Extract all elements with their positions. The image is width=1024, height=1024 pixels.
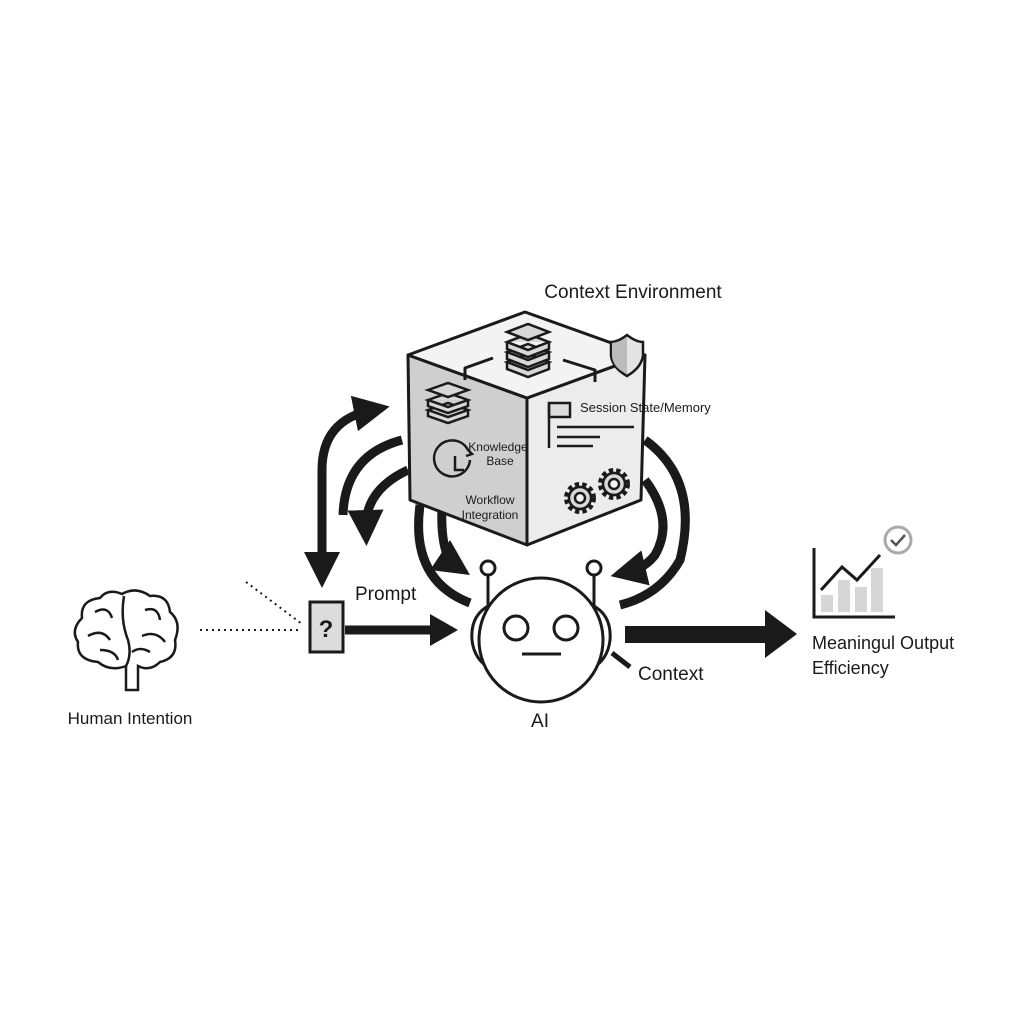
feedback-arrows-left [304,395,472,608]
ai-robot-icon [470,559,612,704]
prompt-arrow-head [430,614,458,646]
intention-dotted-line-diagonal [245,581,303,625]
feedback-arrows-right [610,436,690,610]
connector-line [562,358,597,382]
human-intention-label: Human Intention [68,709,193,728]
curve-arrow-right-inner [610,477,668,586]
gears-icon [564,468,630,514]
curve-arrow-down [347,465,410,546]
clock-refresh-icon [432,439,475,478]
database-icon [503,322,553,379]
growth-chart-icon [812,548,895,619]
shield-shade [612,337,627,374]
brain-icon [73,589,179,692]
output-arrow [625,626,767,643]
output-arrow-head [765,610,797,658]
curve-arrow-right-outer [618,436,690,610]
workflow-label-2: Integration [462,508,519,522]
workflow-label-1: Workflow [465,493,514,507]
curve-arrow-back [338,435,404,516]
session-state-label: Session State/Memory [580,400,711,415]
output-label-2: Efficiency [812,658,889,678]
curve-arrow-to-ai-outer [414,504,472,608]
question-mark-icon: ? [319,616,334,643]
curve-arrow-to-ai [430,504,470,576]
knowledge-base-label-2: Base [486,454,514,468]
knowledge-base-label-1: Knowledge [468,440,528,454]
prompt-box [308,600,345,654]
connector-line [463,356,494,380]
checkmark-circle-icon [883,525,913,555]
context-environment-title: Context Environment [544,282,722,303]
document-flag-icon [547,401,634,448]
output-label-1: Meaningul Output [812,633,954,653]
prompt-label: Prompt [355,584,417,605]
loop-arrow-up [317,395,390,572]
context-label: Context [638,664,704,685]
stack-icon [424,381,472,425]
ai-label: AI [531,711,549,732]
context-pointer-line [610,651,632,669]
